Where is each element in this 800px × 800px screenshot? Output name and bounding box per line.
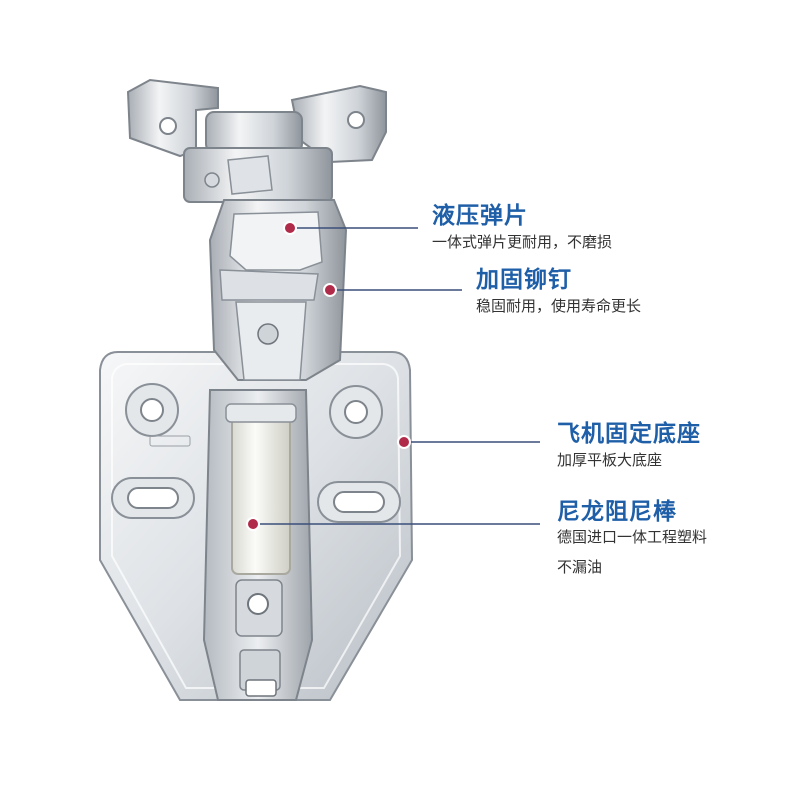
damper-rod-desc: 德国进口一体工程塑料 [557,528,708,546]
plate-hole-right-round [329,385,383,439]
hinge-arm [208,199,348,381]
damper-rod-title: 尼龙阻尼棒 [557,499,677,525]
hydraulic-spring-desc: 一体式弹片更耐用，不磨损 [432,233,613,251]
hydraulic-spring-marker-dot [283,221,297,235]
plate-slot-right [317,481,401,523]
mounting-base-desc: 加厚平板大底座 [557,451,663,469]
reinforced-rivet-marker-dot [323,283,337,297]
reinforced-rivet-desc: 稳固耐用，使用寿命更长 [476,297,642,315]
mounting-base-marker-dot [397,435,411,449]
nylon-damper-rod [225,403,297,575]
damper-rod-marker-dot [246,517,260,531]
reinforced-rivet-title: 加固铆钉 [476,267,572,293]
damper-rod-desc: 不漏油 [557,558,603,576]
mounting-base-title: 飞机固定底座 [557,421,701,447]
plate-slot-left [111,477,195,519]
top-bracket [126,78,387,203]
hydraulic-spring-title: 液压弹片 [432,203,528,229]
plate-hole-left-round [125,383,179,437]
